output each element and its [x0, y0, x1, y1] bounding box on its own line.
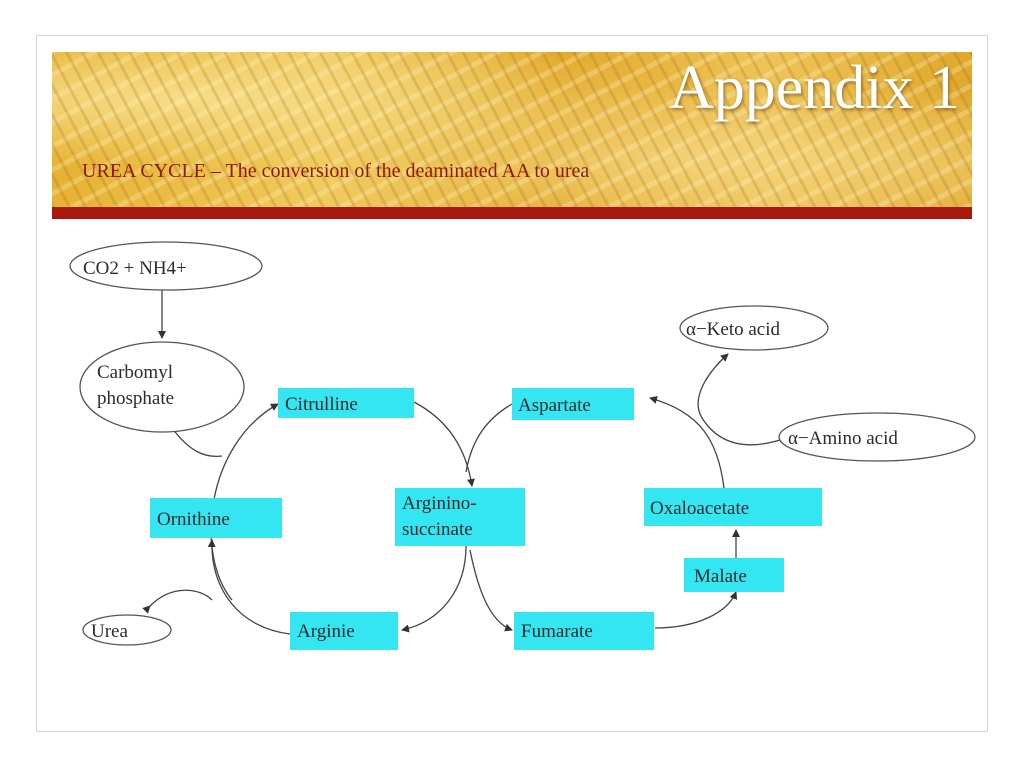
keto-acid-oval	[679, 305, 829, 351]
diagram-arrows	[142, 290, 781, 635]
slide-title: Appendix 1	[668, 54, 960, 122]
aspartate-label: Aspartate	[518, 395, 591, 416]
arrow-fumarate-to-malate	[654, 591, 738, 629]
arrow-arginine-to-ornithine	[207, 539, 291, 635]
fumarate-box	[514, 612, 654, 650]
arrow-aspartate-into-cycle	[465, 403, 513, 473]
arrow-argininosuccinate-to-fumarate	[469, 549, 513, 632]
ornithine-box	[150, 498, 282, 538]
oval-nodes: CO2 + NH4+ Carbomyl phosphate Urea α−Ket…	[69, 241, 976, 646]
inputs-oval	[69, 241, 263, 291]
fumarate-label: Fumarate	[521, 621, 593, 642]
slide-subtitle: UREA CYCLE – The conversion of the deami…	[82, 160, 590, 182]
carbamoyl-label-line1: Carbomyl	[97, 362, 173, 383]
arrow-oxaloacetate-to-aspartate	[649, 396, 725, 489]
carbamoyl-label-line2: phosphate	[97, 388, 174, 409]
title-banner	[52, 52, 972, 207]
arrow-citrulline-to-argininosuccinate	[413, 401, 475, 487]
ornithine-label: Ornithine	[157, 509, 230, 530]
arrow-carbamoyl-into-cycle	[171, 427, 223, 458]
urea-label: Urea	[91, 621, 128, 642]
malate-label: Malate	[694, 566, 747, 587]
amino-acid-label: α−Amino acid	[788, 428, 898, 449]
argininosuccinate-label-line1: Arginino-	[402, 493, 477, 514]
amino-acid-oval	[778, 412, 976, 462]
carbamoyl-phosphate-oval	[79, 341, 245, 433]
arginine-box	[290, 612, 398, 650]
keto-acid-label: α−Keto acid	[686, 319, 780, 340]
citrulline-label: Citrulline	[285, 394, 358, 415]
arrow-argininosuccinate-to-arginine	[401, 545, 467, 633]
box-nodes: Citrulline Aspartate Ornithine Arginino-…	[150, 388, 822, 650]
banner-accent-bar	[52, 207, 972, 219]
arrow-amino-to-keto-acid	[697, 353, 781, 446]
argininosuccinate-label-line2: succinate	[402, 519, 473, 540]
argininosuccinate-box	[395, 488, 525, 546]
citrulline-box	[278, 388, 414, 418]
oxaloacetate-box	[644, 488, 822, 526]
oxaloacetate-label: Oxaloacetate	[650, 498, 749, 519]
arginine-label: Arginie	[297, 621, 355, 642]
malate-box	[684, 558, 784, 592]
arrow-arginine-to-urea	[142, 589, 213, 614]
aspartate-box	[512, 388, 634, 420]
inputs-label: CO2 + NH4+	[83, 258, 187, 279]
urea-oval	[82, 614, 172, 646]
